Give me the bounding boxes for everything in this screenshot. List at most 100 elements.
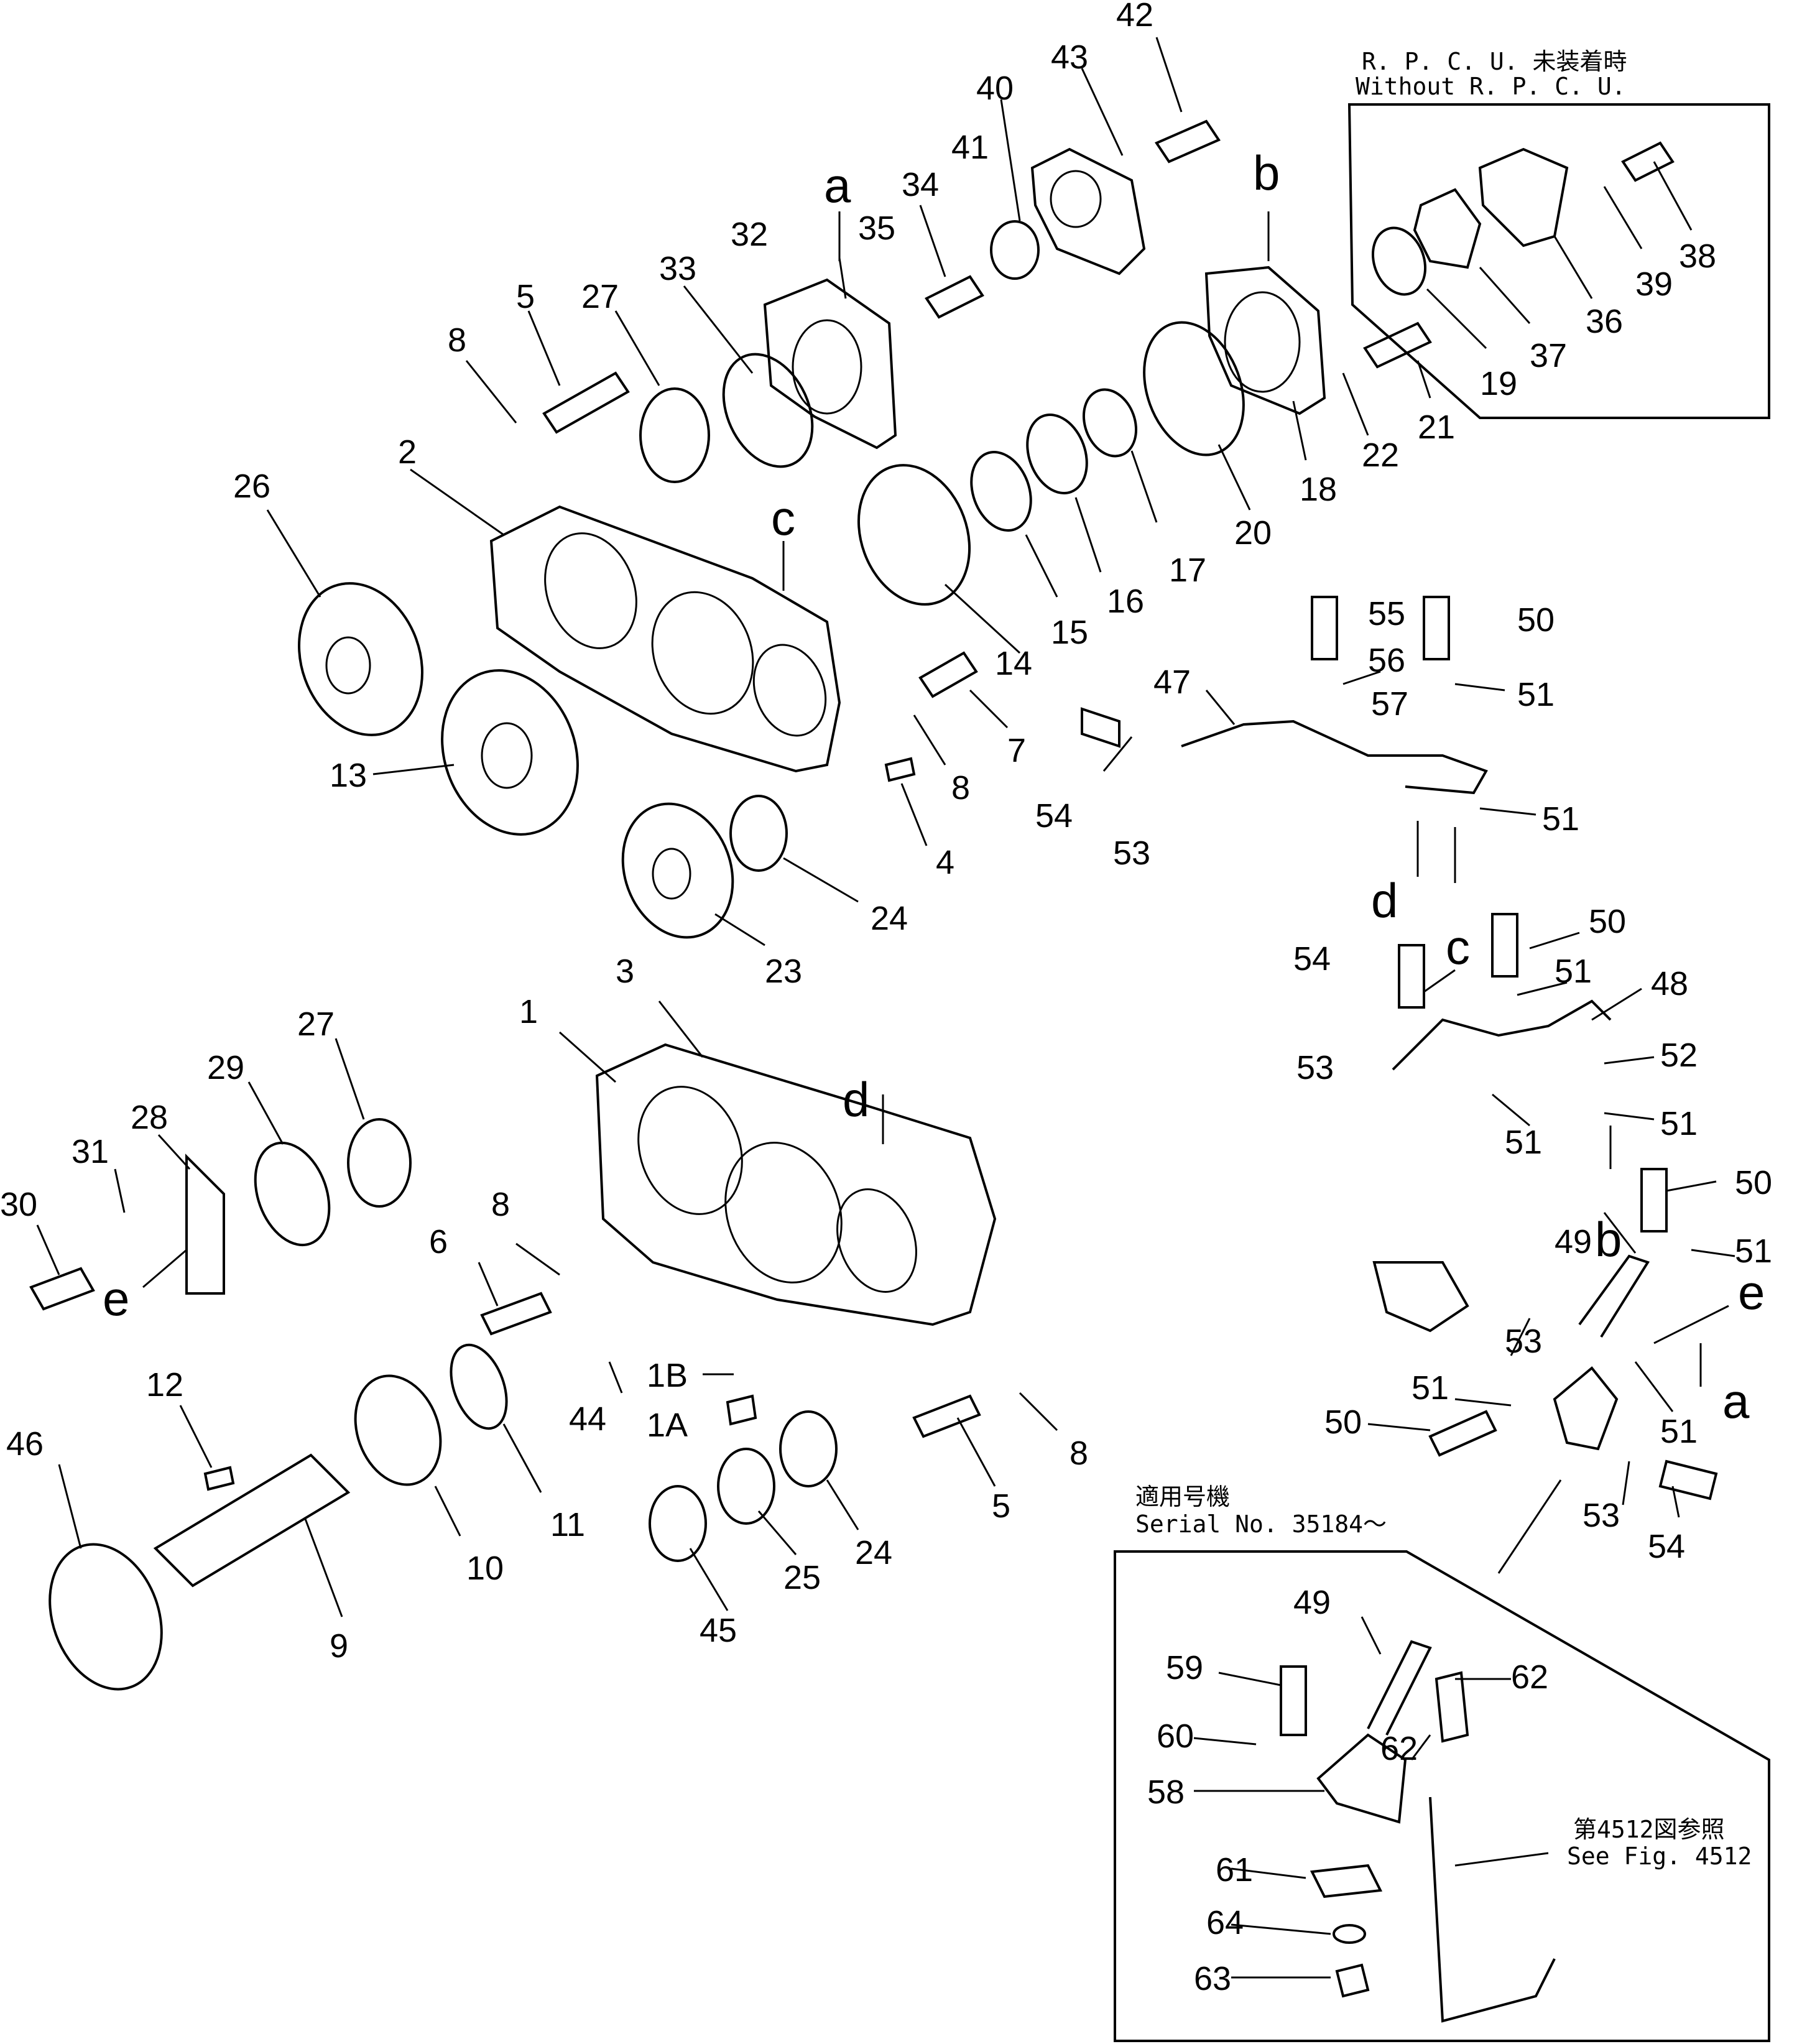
callout-19: 19 [1480, 365, 1517, 402]
callout-8-upper: 8 [448, 321, 466, 359]
callout-50-bottom: 50 [1324, 1404, 1362, 1441]
callout-7: 7 [1007, 732, 1026, 769]
gasket-37 [1413, 188, 1482, 269]
bearing-24-upper [729, 795, 788, 872]
callout-44: 44 [569, 1400, 606, 1438]
callout-50-lower: 50 [1735, 1164, 1772, 1201]
ref-c-upper: c [771, 491, 795, 545]
callout-62-b: 62 [1380, 1730, 1418, 1767]
callout-36: 36 [1586, 303, 1623, 340]
callout-39: 39 [1635, 266, 1673, 303]
callout-59: 59 [1166, 1649, 1203, 1686]
bearing-24-lower [779, 1410, 838, 1487]
bolt-7 [918, 651, 978, 698]
callout-38: 38 [1679, 238, 1716, 275]
bearing-27-upper [639, 387, 710, 483]
callout-46: 46 [6, 1425, 44, 1463]
cover-36 [1478, 147, 1569, 247]
gear-26 [298, 582, 423, 736]
gear-23 [621, 802, 734, 939]
block-valve [1372, 1261, 1469, 1333]
reference-letters: a b c d c b d e e a [103, 146, 1765, 1428]
callout-26: 26 [233, 468, 270, 505]
callout-51-h: 51 [1660, 1413, 1698, 1450]
callout-28: 28 [131, 1099, 168, 1136]
callout-53-upper: 53 [1113, 835, 1150, 872]
callout-30: 30 [0, 1186, 37, 1223]
bearing-10 [354, 1374, 442, 1486]
ref-a-upper: a [824, 158, 851, 213]
o-ring-45 [649, 1485, 707, 1562]
bolt-38 [1621, 141, 1675, 182]
cover-40 [1030, 147, 1146, 275]
bolt-5-lower [912, 1394, 981, 1438]
callout-12: 12 [146, 1366, 183, 1404]
callout-24-lower: 24 [855, 1534, 892, 1571]
callout-51-c: 51 [1555, 953, 1592, 990]
spacer-15 [970, 451, 1032, 532]
spacer-25 [717, 1448, 775, 1525]
callout-35: 35 [858, 210, 895, 247]
ref-b-upper: b [1253, 146, 1280, 200]
callout-34: 34 [902, 166, 939, 203]
cover-2 [489, 505, 841, 773]
bolt-21 [1363, 321, 1432, 369]
bolt-50-mid [1491, 913, 1518, 978]
bolt-50-lower [1640, 1168, 1668, 1232]
case-1 [595, 1043, 997, 1326]
washer-64 [1333, 1924, 1366, 1944]
callout-50-upper: 50 [1517, 601, 1555, 639]
callout-6: 6 [429, 1223, 448, 1260]
bolt-5-upper [542, 371, 630, 434]
callout-1A: 1A [647, 1407, 688, 1444]
leader-lines [36, 37, 1735, 1979]
key-12 [203, 1466, 235, 1491]
callout-9: 9 [330, 1627, 348, 1665]
callout-45: 45 [700, 1612, 737, 1649]
callout-40: 40 [976, 70, 1014, 107]
gasket-29 [254, 1141, 331, 1247]
bolt-50-upper [1423, 596, 1450, 660]
plate-61 [1310, 1864, 1383, 1898]
callout-64: 64 [1206, 1904, 1244, 1941]
callout-27-lower: 27 [297, 1006, 335, 1043]
callout-50-mid: 50 [1589, 903, 1626, 940]
block-fitting [1553, 1366, 1619, 1451]
callout-51-a: 51 [1517, 676, 1555, 713]
gear-13 [441, 669, 579, 836]
callout-4: 4 [936, 844, 954, 881]
callout-51-e: 51 [1660, 1105, 1698, 1142]
callout-57: 57 [1371, 685, 1408, 723]
callout-20: 20 [1234, 514, 1272, 552]
note-rpcu-ja: R. P. C. U. 未装着時 [1362, 48, 1627, 75]
callout-53-lower: 53 [1505, 1323, 1542, 1360]
plug-1A [726, 1394, 757, 1426]
callout-43: 43 [1051, 39, 1088, 76]
bolt-34 [925, 275, 984, 319]
callout-numbers: 42 43 40 41 34 35 32 33 27 5 8 2 26 14 1… [0, 0, 1772, 1997]
callout-16: 16 [1107, 583, 1144, 620]
inset-box-serial [1114, 1550, 1770, 2042]
note-serial-ja: 適用号機 [1135, 1483, 1230, 1510]
callout-49-inset: 49 [1293, 1584, 1331, 1621]
ref-a-lower: a [1722, 1374, 1750, 1428]
callout-32: 32 [731, 216, 768, 253]
block-58 [1316, 1733, 1407, 1824]
ref-e-left: e [103, 1271, 129, 1326]
callout-51-f: 51 [1735, 1232, 1772, 1270]
callout-18: 18 [1300, 471, 1337, 508]
callout-22: 22 [1362, 437, 1399, 474]
callout-14: 14 [995, 645, 1032, 682]
ref-c-mid: c [1446, 920, 1470, 974]
cage-18 [1204, 266, 1326, 415]
callout-24-upper: 24 [871, 900, 908, 937]
bearing-27-lower [347, 1118, 412, 1208]
callout-27-upper: 27 [581, 278, 619, 315]
note-serial-en: Serial No. 35184～ [1135, 1510, 1387, 1538]
bolt-55 [1311, 596, 1338, 660]
callout-49: 49 [1555, 1223, 1592, 1260]
callout-33: 33 [659, 250, 696, 287]
nut-63 [1335, 1963, 1370, 1998]
snap-ring-11 [450, 1343, 508, 1430]
